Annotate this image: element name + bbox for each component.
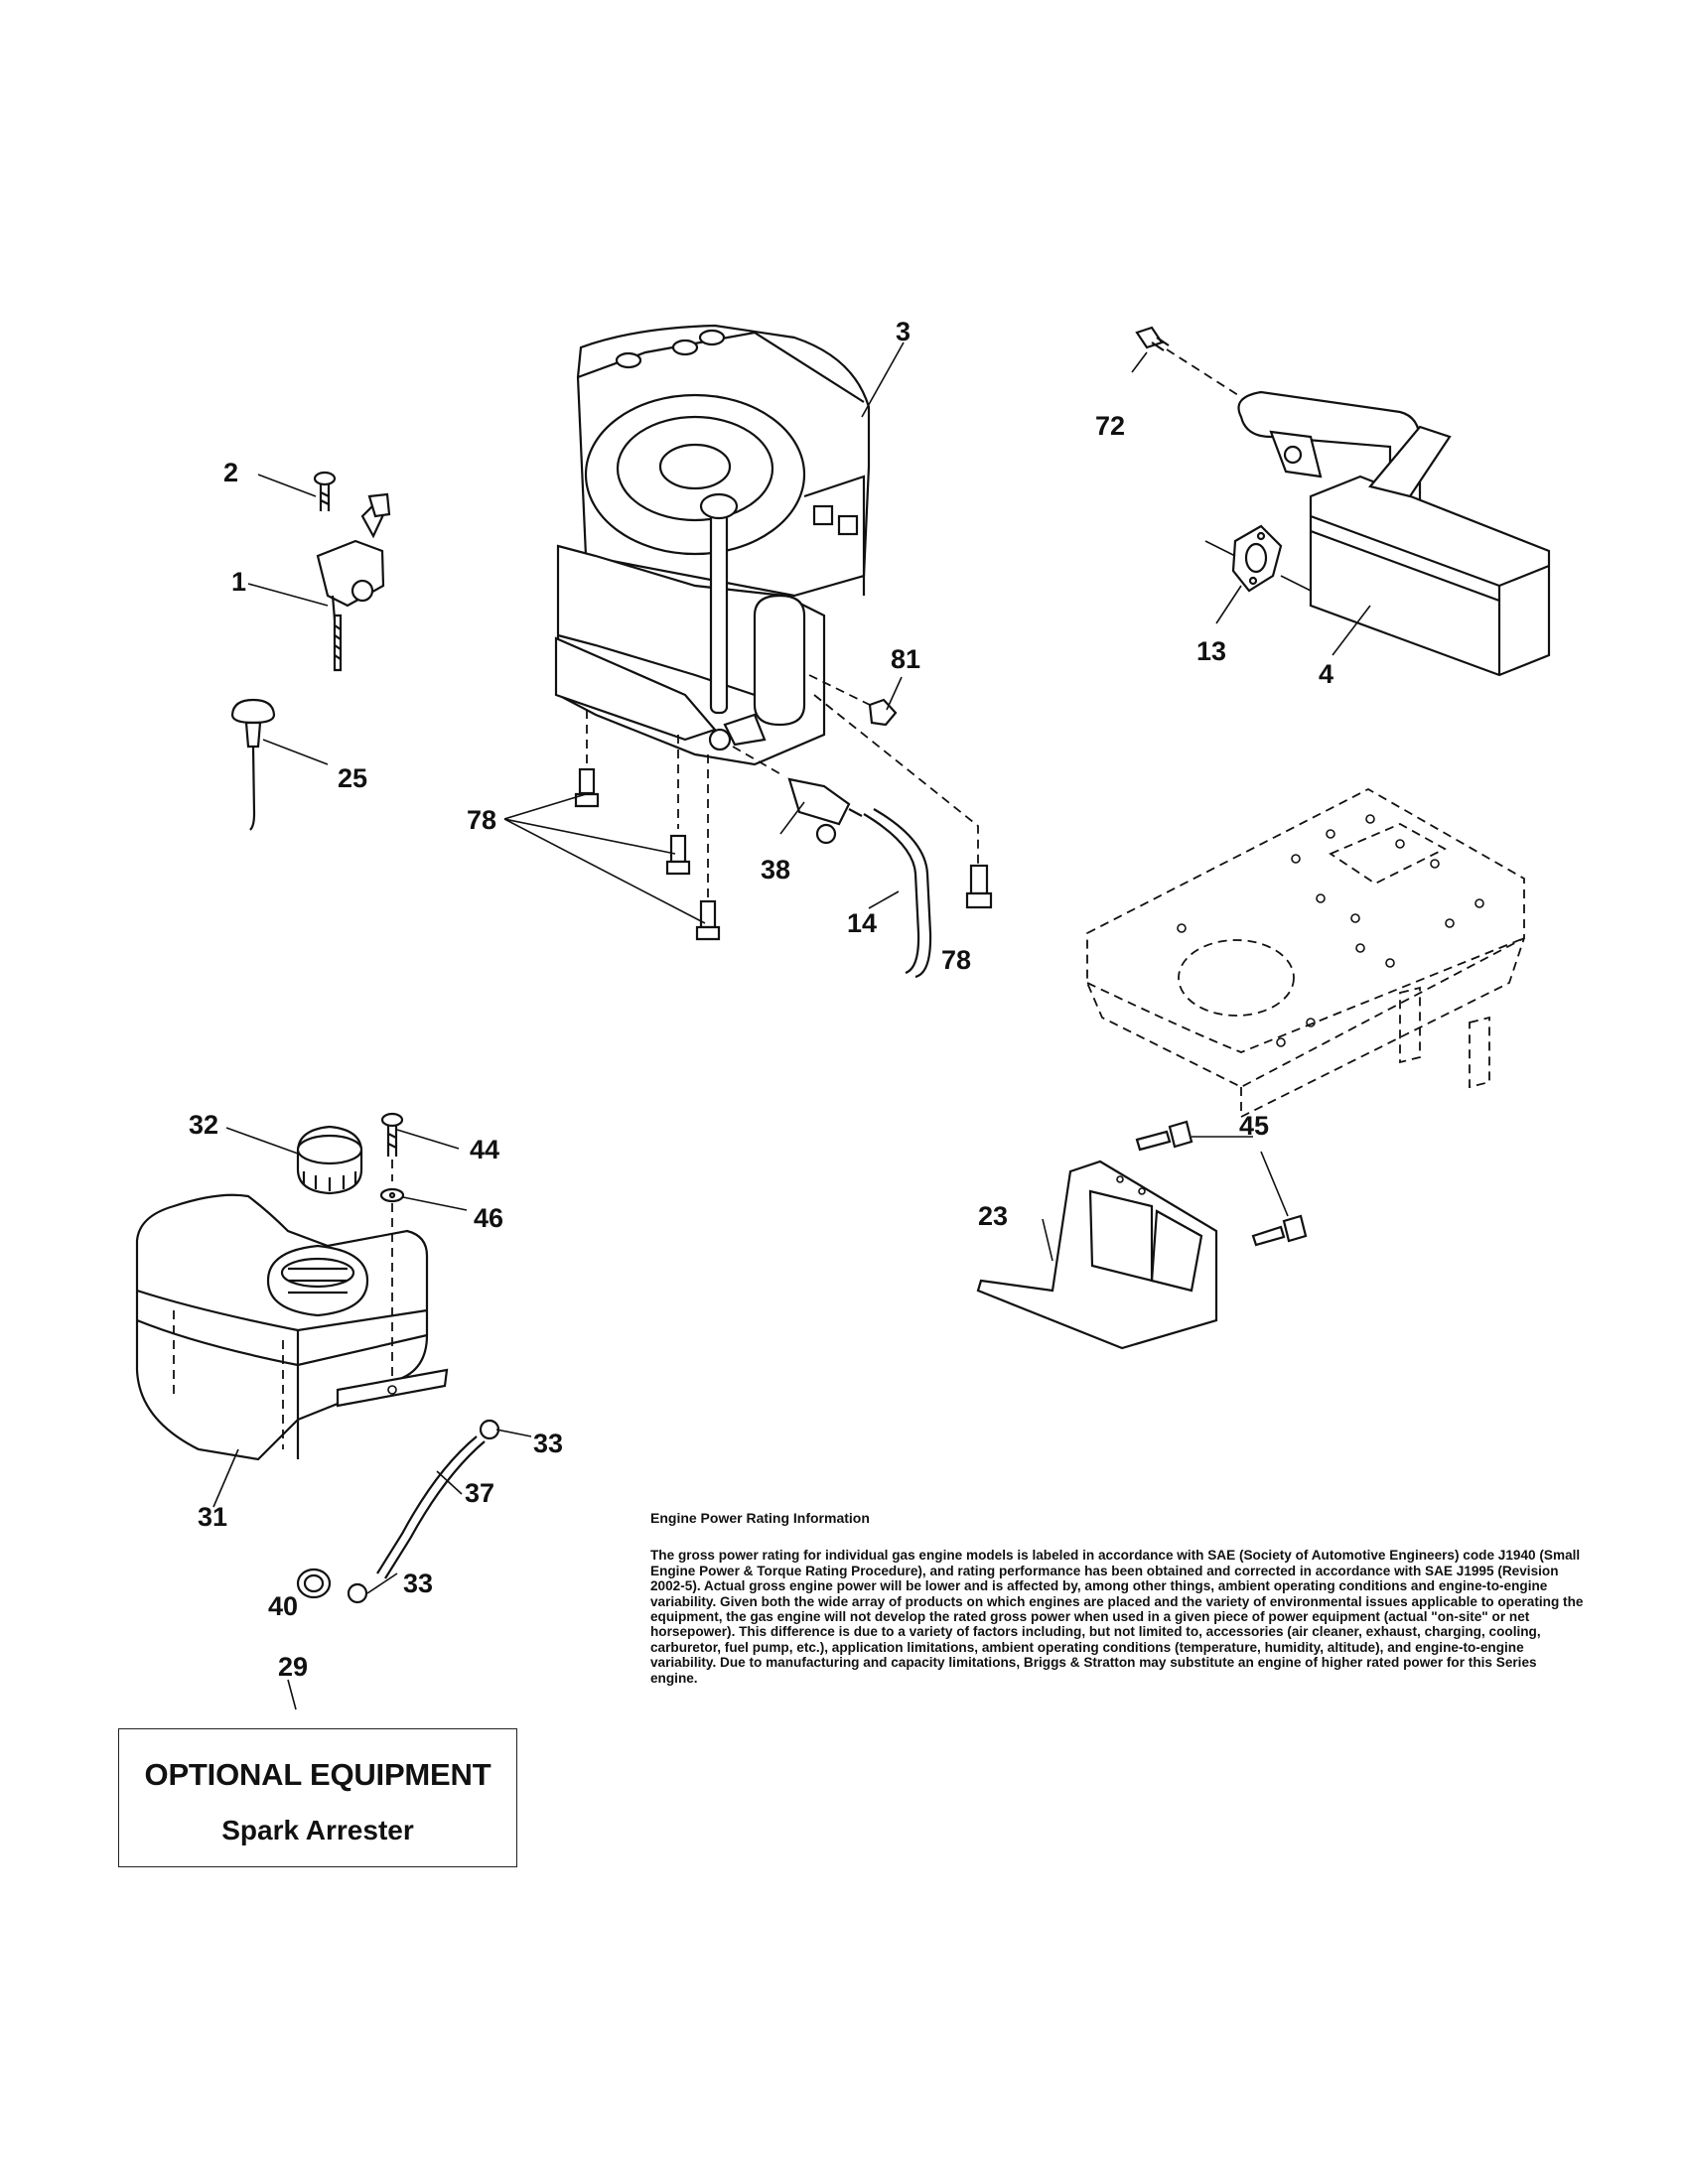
fuel-cap-part-32 — [296, 1125, 363, 1195]
callout-1: 1 — [231, 567, 246, 597]
fuel-tank-part-31 — [135, 1193, 449, 1461]
callout-23: 23 — [978, 1201, 1008, 1231]
optional-equipment-box: OPTIONAL EQUIPMENT Spark Arrester — [118, 1728, 517, 1867]
bolt-part-72 — [1135, 326, 1242, 398]
optional-equipment-subtitle: Spark Arrester — [221, 1815, 414, 1845]
callout-72: 72 — [1095, 411, 1125, 441]
callout-81: 81 — [891, 644, 920, 674]
bolt-part-45 — [1135, 1120, 1308, 1247]
callout-25: 25 — [338, 763, 367, 793]
screw-part-2 — [313, 471, 337, 511]
callout-37: 37 — [465, 1478, 494, 1508]
gasket-part-13 — [1204, 524, 1312, 593]
callout-46: 46 — [474, 1203, 503, 1233]
callout-38: 38 — [761, 855, 790, 885]
callout-33-lower: 33 — [403, 1569, 433, 1598]
callout-33-upper: 33 — [533, 1429, 563, 1458]
callout-14: 14 — [847, 908, 877, 938]
callout-32: 32 — [189, 1110, 218, 1140]
callout-29: 29 — [278, 1652, 308, 1682]
callout-78-left: 78 — [467, 805, 496, 835]
screw-part-44 — [380, 1112, 404, 1181]
callout-31: 31 — [198, 1502, 227, 1532]
rating-info-title: Engine Power Rating Information — [650, 1510, 870, 1526]
heat-shield-part-23 — [976, 1160, 1218, 1350]
fuel-filter-part-38 — [732, 746, 863, 845]
chassis-frame — [1086, 787, 1525, 1119]
throttle-control-part-1 — [316, 492, 391, 672]
fuel-line-part-37 — [376, 1435, 486, 1579]
callout-2: 2 — [223, 458, 238, 487]
grommet-part-40 — [296, 1568, 332, 1599]
washer-part-46 — [379, 1187, 405, 1380]
muffler-part-4 — [1237, 390, 1551, 677]
callout-78-right: 78 — [941, 945, 971, 975]
engine-part-3 — [554, 324, 871, 766]
callout-45: 45 — [1239, 1111, 1269, 1141]
choke-knob-part-25 — [230, 698, 276, 831]
rating-info-body: The gross power rating for individual ga… — [650, 1548, 1584, 1686]
callout-3: 3 — [896, 317, 911, 346]
callout-13: 13 — [1196, 636, 1226, 666]
bolt-part-78 — [574, 694, 993, 941]
fuel-line-part-14 — [863, 808, 932, 979]
callout-labels: 3 72 2 1 13 4 81 25 78 38 14 78 32 44 46… — [189, 317, 1333, 1682]
callout-44: 44 — [470, 1135, 499, 1164]
leader-lines — [212, 341, 1371, 1710]
callout-4: 4 — [1319, 659, 1333, 689]
engine-power-rating-info: Engine Power Rating Information The gros… — [650, 1510, 1584, 1686]
optional-equipment-title: OPTIONAL EQUIPMENT — [144, 1757, 491, 1792]
callout-40: 40 — [268, 1591, 298, 1621]
